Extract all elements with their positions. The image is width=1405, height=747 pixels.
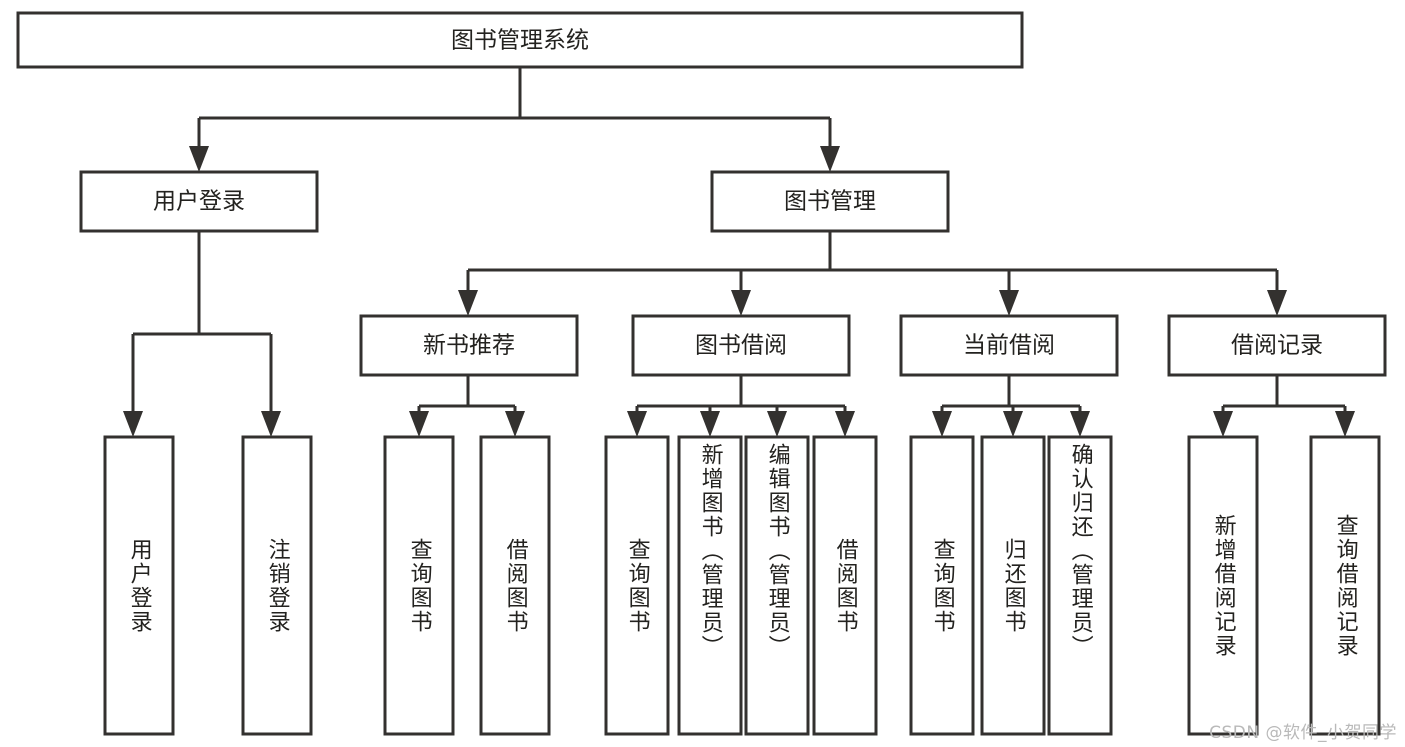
watermark: CSDN @软件_小贺同学 bbox=[1209, 723, 1397, 743]
node-new-book-rec[interactable]: 新书推荐 bbox=[359, 314, 579, 377]
edge-group-borrow-record bbox=[1213, 375, 1355, 437]
arrow-head-leaf-brw-edit bbox=[767, 411, 787, 437]
arrow-head-leaf-rec-borrow bbox=[505, 411, 525, 437]
edge-group-user-login bbox=[123, 231, 281, 437]
arrow-head-leaf-brw-query bbox=[627, 411, 647, 437]
node-book-manage-label: 图书管理 bbox=[784, 189, 876, 215]
node-leaf-user-login-box[interactable] bbox=[103, 435, 175, 736]
leaf-node-group bbox=[103, 435, 1381, 736]
node-book-manage-box[interactable] bbox=[710, 170, 950, 233]
node-leaf-rec-search-box[interactable] bbox=[1309, 435, 1381, 736]
node-book-borrow-box[interactable] bbox=[631, 314, 851, 377]
edge-group-current-borrow bbox=[932, 375, 1090, 437]
edge-group-book-manage bbox=[458, 231, 1287, 316]
node-root-box[interactable] bbox=[16, 11, 1024, 69]
node-root-label: 图书管理系统 bbox=[451, 28, 589, 54]
edge-group-book-borrow bbox=[627, 375, 855, 437]
arrow-head-current-borrow bbox=[999, 290, 1019, 316]
node-leaf-cur-confirm-box[interactable] bbox=[1047, 435, 1113, 736]
node-current-borrow[interactable]: 当前借阅 bbox=[899, 314, 1119, 377]
node-borrow-record-box[interactable] bbox=[1167, 314, 1387, 377]
node-user-login-label: 用户登录 bbox=[153, 189, 245, 215]
arrow-head-leaf-brw-add bbox=[700, 411, 720, 437]
node-leaf-cur-return-box[interactable] bbox=[980, 435, 1046, 736]
arrow-head-leaf-rec-query bbox=[409, 411, 429, 437]
arrow-head-leaf-cur-return bbox=[1003, 411, 1023, 437]
arrow-head-leaf-brw-lend bbox=[835, 411, 855, 437]
node-leaf-rec-query-box[interactable] bbox=[383, 435, 455, 736]
node-leaf-rec-borrow-box[interactable] bbox=[479, 435, 551, 736]
arrow-head-book-borrow bbox=[731, 290, 751, 316]
node-leaf-user-logout-box[interactable] bbox=[241, 435, 313, 736]
arrow-head-leaf-user-logout bbox=[261, 411, 281, 437]
node-new-book-rec-label: 新书推荐 bbox=[423, 333, 515, 359]
node-leaf-brw-lend-box[interactable] bbox=[812, 435, 878, 736]
arrow-head-leaf-rec-search bbox=[1335, 411, 1355, 437]
arrow-head-leaf-user-login bbox=[123, 411, 143, 437]
node-leaf-brw-add-box[interactable] bbox=[677, 435, 743, 736]
node-borrow-record-label: 借阅记录 bbox=[1231, 333, 1323, 359]
node-leaf-rec-add-box[interactable] bbox=[1187, 435, 1259, 736]
node-new-book-rec-box[interactable] bbox=[359, 314, 579, 377]
arrow-head-book-manage bbox=[820, 146, 840, 172]
node-book-borrow[interactable]: 图书借阅 bbox=[631, 314, 851, 377]
node-book-borrow-label: 图书借阅 bbox=[695, 333, 787, 359]
node-leaf-brw-query-box[interactable] bbox=[604, 435, 670, 736]
arrow-head-borrow-record bbox=[1267, 290, 1287, 316]
node-leaf-cur-query-box[interactable] bbox=[909, 435, 975, 736]
node-user-login[interactable]: 用户登录 bbox=[79, 170, 319, 233]
edge-group-new-book-rec bbox=[409, 375, 525, 437]
arrow-head-leaf-cur-query bbox=[932, 411, 952, 437]
node-borrow-record[interactable]: 借阅记录 bbox=[1167, 314, 1387, 377]
node-root[interactable]: 图书管理系统 bbox=[16, 11, 1024, 69]
arrow-head-new-book-rec bbox=[458, 290, 478, 316]
node-current-borrow-box[interactable] bbox=[899, 314, 1119, 377]
arrow-head-leaf-rec-add bbox=[1213, 411, 1233, 437]
node-book-manage[interactable]: 图书管理 bbox=[710, 170, 950, 233]
edge-group-root bbox=[189, 67, 840, 172]
node-user-login-box[interactable] bbox=[79, 170, 319, 233]
arrow-head-leaf-cur-confirm bbox=[1070, 411, 1090, 437]
node-current-borrow-label: 当前借阅 bbox=[963, 333, 1055, 359]
arrow-head-user-login bbox=[189, 146, 209, 172]
node-leaf-brw-edit-box[interactable] bbox=[744, 435, 810, 736]
